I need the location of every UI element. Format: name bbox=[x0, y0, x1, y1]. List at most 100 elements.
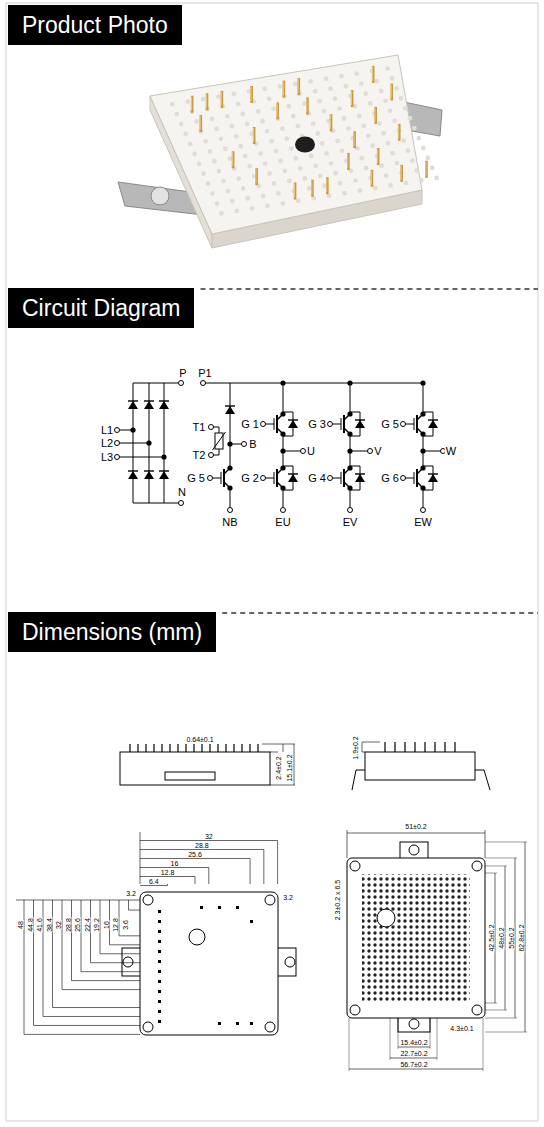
wire bbox=[283, 744, 284, 752]
wire bbox=[425, 161, 428, 178]
pin-hole bbox=[385, 66, 390, 71]
wire bbox=[81, 971, 140, 972]
wire bbox=[200, 116, 201, 130]
junction-dot bbox=[347, 380, 352, 385]
pin-hole bbox=[344, 84, 349, 89]
wire bbox=[350, 490, 351, 508]
pin-hole bbox=[267, 171, 272, 176]
wire bbox=[221, 472, 222, 484]
pin-hole bbox=[373, 186, 378, 191]
pin-hole bbox=[377, 121, 382, 126]
wire bbox=[355, 473, 365, 474]
center-hole bbox=[189, 929, 205, 945]
wire bbox=[416, 415, 418, 433]
wire bbox=[230, 444, 242, 445]
wire bbox=[266, 478, 275, 479]
pin-mark bbox=[236, 906, 239, 909]
terminal bbox=[209, 453, 214, 458]
junction-dot bbox=[130, 427, 135, 432]
wire bbox=[34, 1025, 141, 1026]
wire bbox=[483, 1018, 484, 1071]
center-hole bbox=[295, 137, 315, 153]
pin-hole bbox=[384, 173, 389, 178]
pin-hole bbox=[315, 131, 320, 136]
wire bbox=[223, 469, 225, 487]
pin-mark bbox=[158, 920, 161, 923]
pin-mark bbox=[250, 1022, 253, 1025]
pin-hole bbox=[185, 99, 190, 104]
pin-hole bbox=[216, 94, 221, 99]
diode-symbol bbox=[144, 471, 154, 479]
pin-hole bbox=[295, 124, 300, 129]
dimension-value: 55±0.2 bbox=[508, 926, 515, 949]
wire bbox=[232, 152, 233, 166]
pin-hole bbox=[258, 151, 263, 156]
wire bbox=[406, 424, 415, 425]
dimension-value: 12.8 bbox=[160, 869, 176, 876]
wire bbox=[343, 469, 345, 487]
junction-dot bbox=[420, 380, 425, 385]
pin-name: NB bbox=[221, 517, 238, 528]
wire bbox=[414, 742, 415, 752]
tab-hole bbox=[409, 845, 419, 855]
pin-hole bbox=[238, 144, 243, 149]
screw-hole bbox=[143, 1022, 153, 1032]
wire bbox=[283, 466, 293, 467]
wire bbox=[120, 457, 165, 458]
wire bbox=[485, 1032, 527, 1033]
pin-hole bbox=[281, 201, 286, 206]
wire bbox=[250, 86, 253, 103]
terminal bbox=[179, 381, 184, 386]
wire bbox=[311, 180, 314, 197]
dimension-value: 3.2 bbox=[125, 890, 137, 897]
wire bbox=[297, 78, 300, 95]
pin-hole bbox=[234, 209, 239, 214]
pin-hole bbox=[324, 76, 329, 81]
dimension-value: 32 bbox=[204, 833, 214, 840]
pin-hole bbox=[342, 116, 347, 121]
pin-mark bbox=[158, 970, 161, 973]
wire bbox=[394, 742, 395, 752]
wire bbox=[485, 866, 507, 867]
tab-hole bbox=[409, 1019, 419, 1029]
wire bbox=[276, 415, 278, 433]
pin-hole bbox=[329, 161, 334, 166]
wire bbox=[266, 424, 275, 425]
wire bbox=[350, 383, 351, 412]
wire bbox=[195, 877, 196, 885]
pin-hole bbox=[170, 102, 175, 107]
wire bbox=[129, 910, 141, 911]
junction-dot bbox=[146, 440, 151, 445]
wire bbox=[505, 866, 506, 1010]
pin-hole bbox=[317, 99, 322, 104]
pin-hole bbox=[263, 161, 268, 166]
wire bbox=[133, 383, 179, 384]
pin-hole bbox=[381, 131, 386, 136]
wire bbox=[191, 97, 192, 111]
pin-hole bbox=[366, 133, 371, 138]
pin-name: P1 bbox=[197, 368, 212, 379]
pin-hole bbox=[197, 161, 202, 166]
wire bbox=[191, 96, 194, 113]
pin-hole bbox=[240, 111, 245, 116]
pin-hole bbox=[401, 138, 406, 143]
wire bbox=[201, 744, 202, 752]
pin-hole bbox=[210, 191, 215, 196]
wire bbox=[283, 436, 293, 437]
wire bbox=[425, 162, 426, 176]
wire bbox=[257, 744, 258, 752]
wire bbox=[485, 842, 527, 843]
wire bbox=[355, 419, 365, 420]
wire bbox=[371, 171, 372, 185]
pin-hole bbox=[434, 175, 439, 180]
wire bbox=[43, 1016, 140, 1017]
wire bbox=[423, 383, 424, 412]
wire bbox=[391, 85, 392, 99]
pin-hole bbox=[333, 171, 338, 176]
pin-hole bbox=[313, 163, 318, 168]
dimension-value: 1.9±0.2 bbox=[352, 735, 359, 760]
pin-hole bbox=[291, 114, 296, 119]
pin-name: W bbox=[445, 446, 457, 457]
pin-hole bbox=[337, 106, 342, 111]
wire bbox=[270, 752, 278, 753]
